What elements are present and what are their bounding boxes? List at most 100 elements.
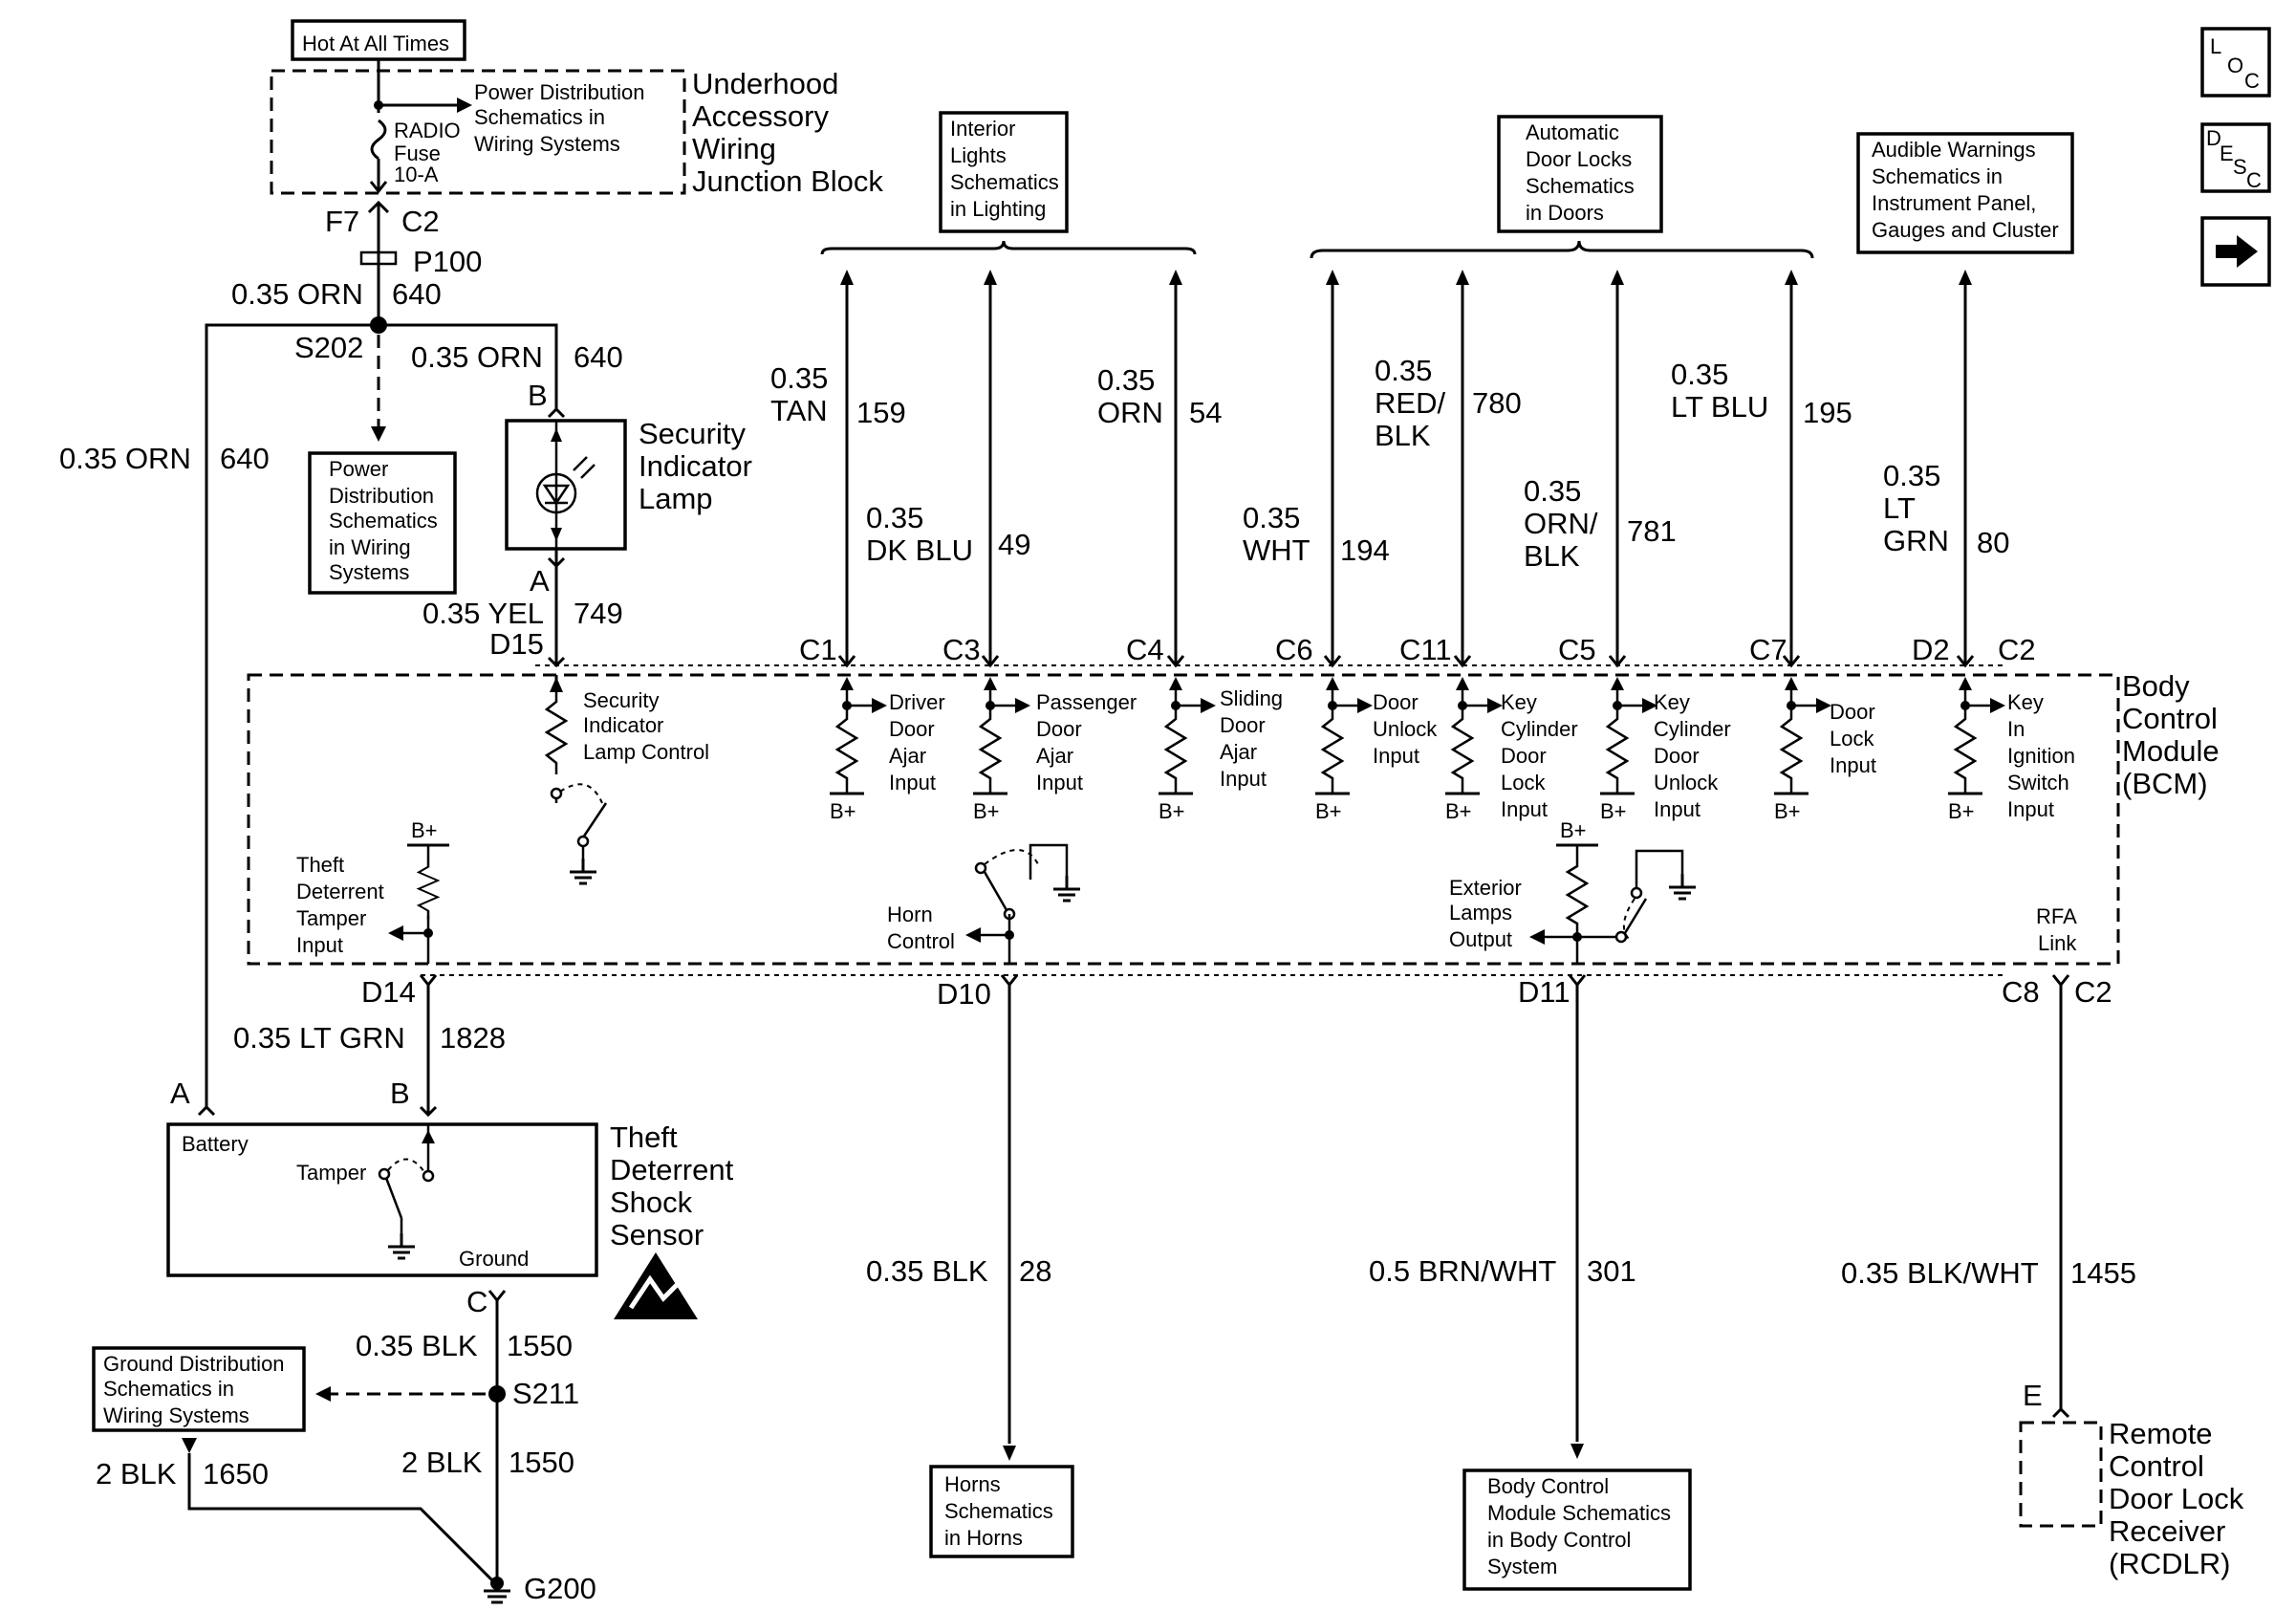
top-wire-circuit: 159 — [856, 396, 906, 429]
splice-s211 — [488, 1385, 506, 1403]
wire-horn-circuit: 28 — [1019, 1254, 1051, 1288]
desc-button[interactable] — [2200, 122, 2271, 193]
wire-ltgrn-gauge: 0.35 LT GRN — [233, 1021, 405, 1055]
conn-p100: P100 — [413, 245, 482, 278]
conn-d14: D14 — [361, 975, 416, 1009]
splice-s202-label: S202 — [294, 331, 363, 364]
loc-button[interactable] — [2200, 27, 2271, 98]
underhood-junction-block-outline — [270, 69, 686, 195]
wire-orn-lamp-gauge: 0.35 ORN — [411, 340, 543, 374]
sensor-pin-b: B — [390, 1077, 410, 1110]
bplus-label: B+ — [830, 799, 856, 823]
horn-control-label: Horn Control — [887, 903, 955, 953]
wire-2blk-right-gauge: 2 BLK — [401, 1446, 483, 1479]
conn-d2: D2 — [1912, 633, 1950, 666]
lamp-pin-a: A — [530, 564, 550, 598]
interior-lights-box[interactable] — [939, 111, 1069, 233]
top-wire-circuit: 195 — [1803, 396, 1852, 429]
conn-d15: D15 — [489, 627, 544, 661]
ground-icon — [568, 857, 598, 885]
sensor-pin-a: A — [170, 1077, 190, 1110]
rfa-link-label: RFA Link — [2036, 904, 2082, 955]
top-wire-circuit: 194 — [1340, 533, 1390, 567]
led-icon — [535, 472, 577, 514]
bplus-label: B+ — [1600, 799, 1627, 823]
shock-sensor-title: Theft Deterrent Shock Sensor — [610, 1120, 742, 1251]
bcm-title: Body Control Module (BCM) — [2122, 669, 2227, 800]
conn-c4: C4 — [1126, 633, 1164, 666]
rcdlr-title: Remote Control Door Lock Receiver (RCDLR… — [2109, 1417, 2252, 1580]
rcdlr-pin-e: E — [2023, 1379, 2043, 1412]
door-locks-text: Automatic Door Locks Schematics in Doors — [1526, 120, 1640, 225]
shock-sensor-box — [166, 1122, 598, 1277]
interior-brace — [820, 240, 1197, 255]
conn-c2: C2 — [401, 205, 440, 238]
lamp-control-label: Security Indicator Lamp Control — [583, 688, 709, 764]
ground-distribution-box[interactable] — [92, 1346, 306, 1432]
wire-horn-gauge: 0.35 BLK — [866, 1254, 988, 1288]
conn-c3: C3 — [942, 633, 981, 666]
horns-schematics-box[interactable] — [929, 1465, 1074, 1558]
conn-c1: C1 — [799, 633, 837, 666]
bplus-label: B+ — [1774, 799, 1801, 823]
wire-2blk-left-circuit: 1650 — [203, 1457, 269, 1490]
sensor-pin-c: C — [466, 1285, 487, 1318]
wire-2blk-right-circuit: 1550 — [509, 1446, 574, 1479]
top-wire-circuit: 54 — [1189, 396, 1222, 429]
power-dist-note: Power Distribution Schematics in Wiring … — [474, 80, 651, 156]
lamp-pin-b: B — [528, 379, 548, 412]
loc-button-label: L O C — [2210, 34, 2260, 93]
top-wire-circuit: 49 — [998, 528, 1030, 561]
wire-rcdlr-circuit: 1455 — [2070, 1256, 2136, 1290]
wire-2blk-left-gauge: 2 BLK — [96, 1457, 177, 1490]
audible-warnings-text: Audible Warnings Schematics in Instrumen… — [1872, 138, 2059, 242]
sensor-tamper-label: Tamper — [296, 1161, 366, 1185]
wire-orn-left-circuit: 640 — [220, 442, 270, 475]
radio-fuse-label: RADIO Fuse 10-A — [394, 119, 466, 186]
conn-f7: F7 — [325, 205, 359, 238]
tamper-input-label: Theft Deterrent Tamper Input — [296, 853, 390, 957]
tamper-bplus: B+ — [411, 818, 438, 842]
radio-fuse-icon — [370, 119, 387, 161]
sensor-battery-label: Battery — [182, 1132, 249, 1156]
wire-blk-sensor-circuit: 1550 — [507, 1329, 573, 1362]
audible-warnings-box[interactable] — [1856, 132, 2074, 254]
bcm-schematics-box[interactable] — [1462, 1469, 1692, 1591]
ground-distribution-text: Ground Distribution Schematics in Wiring… — [103, 1352, 291, 1427]
ground-icon — [1667, 872, 1698, 901]
ext-lamps-bplus: B+ — [1560, 818, 1587, 842]
top-wire-circuit: 781 — [1627, 514, 1677, 548]
door-locks-box[interactable] — [1497, 115, 1663, 233]
conn-c11: C11 — [1399, 633, 1452, 666]
security-lamp-title: Security Indicator Lamp — [639, 417, 761, 515]
bcm-schematics-text: Body Control Module Schematics in Body C… — [1487, 1474, 1677, 1578]
power-distribution-box[interactable] — [308, 451, 457, 595]
conn-c2-top: C2 — [1998, 633, 2036, 666]
rcdlr-outline — [2019, 1421, 2103, 1528]
bplus-label: B+ — [1315, 799, 1342, 823]
wire-rcdlr-gauge: 0.35 BLK/WHT — [1841, 1256, 2039, 1290]
conn-c7: C7 — [1749, 633, 1787, 666]
